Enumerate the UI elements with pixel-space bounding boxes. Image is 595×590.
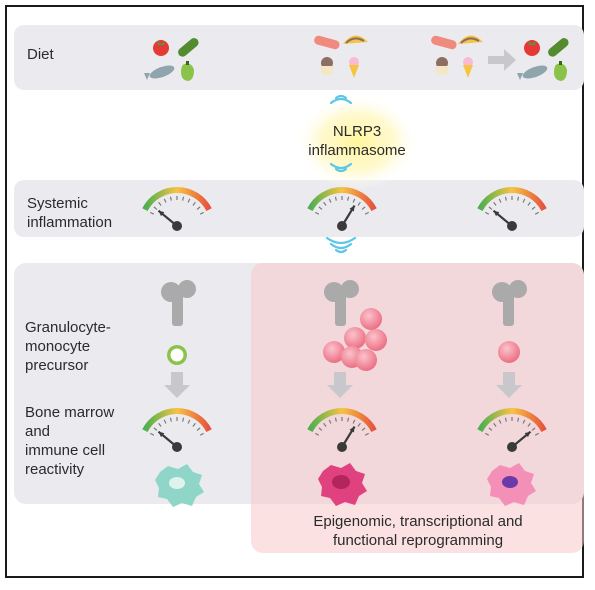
fish-icon xyxy=(517,65,548,80)
down-arrow-icon xyxy=(164,372,190,398)
inflammasome-label: inflammasome xyxy=(308,142,406,159)
cell-icon xyxy=(323,308,387,371)
precursor-label: Granulocyte- monocyte precursor xyxy=(25,319,111,374)
gauge-icon xyxy=(142,408,212,452)
gauge-icon xyxy=(142,187,212,231)
pepper-icon xyxy=(181,61,194,81)
arrow-right-icon xyxy=(488,49,516,71)
macrophage-icon xyxy=(487,463,536,506)
wifi-signal-icon xyxy=(325,236,357,254)
cupcake-icon xyxy=(435,57,449,75)
cucumber-icon xyxy=(178,38,199,57)
reactivity-label: Bone marrow and immune cell reactivity xyxy=(25,404,115,478)
ice-cream-icon xyxy=(349,57,359,78)
reprogramming-panel xyxy=(251,263,584,553)
macrophage-icon xyxy=(318,463,367,506)
gauge-icon xyxy=(477,408,547,452)
bone-icon xyxy=(161,280,196,326)
gauge-icon xyxy=(307,408,377,452)
wifi-signal-icon xyxy=(329,162,353,173)
cucumber-icon xyxy=(548,38,569,57)
gauge-icon xyxy=(477,187,547,231)
cell-icon xyxy=(167,345,187,365)
taco-icon xyxy=(343,35,368,44)
cupcake-icon xyxy=(320,57,334,75)
diet-label: Diet xyxy=(27,46,54,63)
sausage-icon xyxy=(431,35,457,50)
fish-icon xyxy=(144,65,175,80)
down-arrow-icon xyxy=(496,372,522,398)
systemic-inflammation-label: Systemic inflammation xyxy=(27,195,113,231)
bone-icon xyxy=(492,280,527,326)
bone-icon xyxy=(324,280,359,326)
sausage-icon xyxy=(314,35,340,50)
tomato-icon xyxy=(153,40,169,56)
cell-icon xyxy=(498,341,520,363)
taco-icon xyxy=(458,35,483,44)
gauge-icon xyxy=(307,187,377,231)
pepper-icon xyxy=(554,61,567,81)
macrophage-icon xyxy=(155,464,204,507)
down-arrow-icon xyxy=(327,372,353,398)
tomato-icon xyxy=(524,40,540,56)
wifi-signal-icon xyxy=(329,94,353,105)
ice-cream-icon xyxy=(463,57,473,78)
reprogramming-line-2: functional reprogramming xyxy=(332,532,504,549)
nlrp3-label: NLRP3 xyxy=(332,123,382,140)
nlrp3-glow xyxy=(295,94,419,190)
reprogramming-line-1: Epigenomic, transcriptional and xyxy=(313,513,523,530)
